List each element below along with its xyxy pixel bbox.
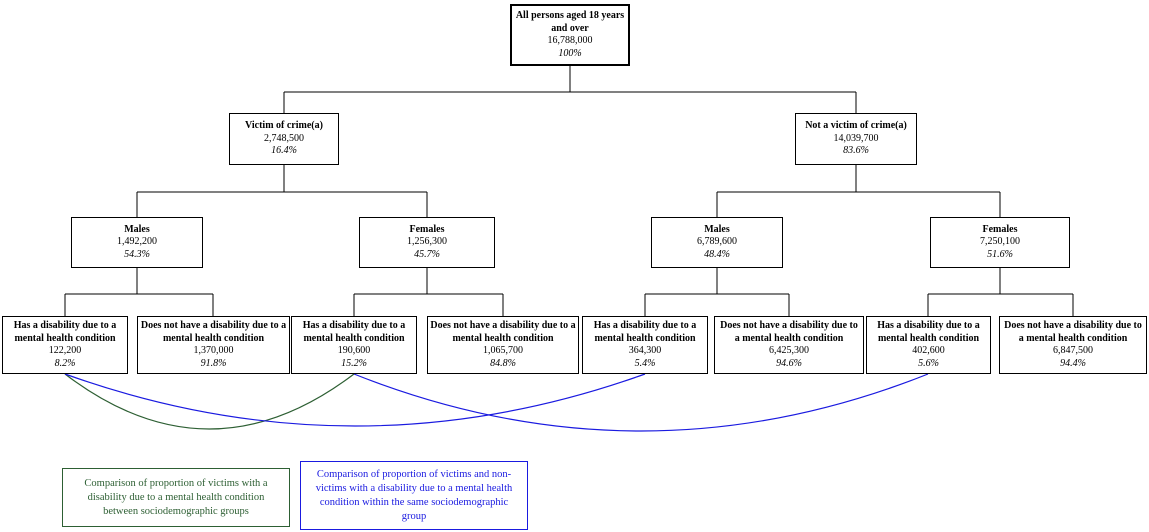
node-value: 402,600 (912, 345, 945, 356)
node-title: Has a disability due to a mental health … (593, 320, 697, 344)
tree-connector-victim-females (353, 268, 504, 316)
node-title: Does not have a disability due to a ment… (430, 320, 576, 344)
node-nonvictim-males-has-disability: Has a disability due to a mental health … (582, 316, 708, 374)
node-nonvictim-females-has-disability: Has a disability due to a mental health … (866, 316, 991, 374)
node-title: Victim of crime(a) (245, 120, 323, 132)
comparison-curve-between-groups (64, 373, 355, 430)
node-nonvictim-males-no-disability: Does not have a disability due to a ment… (714, 316, 864, 374)
node-victim-of-crime: Victim of crime(a) 2,748,500 16.4% (229, 113, 339, 165)
node-percent: 91.8% (200, 357, 227, 369)
legend-between-groups: Comparison of proportion of victims with… (62, 468, 290, 527)
node-percent: 94.4% (1060, 357, 1086, 369)
node-value: 14,039,700 (833, 132, 879, 144)
node-value: 6,847,500 (1053, 345, 1093, 356)
tree-connector-victim (136, 165, 428, 217)
node-title: Females (409, 223, 445, 235)
node-title: Does not have a disability due to a ment… (1004, 320, 1142, 344)
node-value: 6,789,600 (697, 236, 737, 248)
comparison-curve-within-group-females (353, 373, 929, 432)
tree-connector-root (283, 66, 857, 113)
node-value: 122,200 (48, 345, 82, 356)
tree-connector-nonvictim-females (927, 268, 1074, 316)
node-nonvictim-males: Males 6,789,600 48.4% (651, 217, 783, 268)
node-percent: 48.4% (704, 248, 730, 260)
node-value: 1,492,200 (117, 236, 157, 248)
node-value: 2,748,500 (264, 132, 304, 144)
legend-within-group: Comparison of proportion of victims and … (300, 461, 528, 530)
node-victim-females-no-disability: Does not have a disability due to a ment… (427, 316, 579, 374)
node-value: 190,600 (337, 345, 371, 356)
node-percent: 94.6% (776, 357, 802, 369)
node-title: Does not have a disability due to a ment… (720, 320, 858, 344)
node-title: Has a disability due to a mental health … (13, 320, 117, 344)
node-all-persons: All persons aged 18 years and over 16,78… (510, 4, 630, 66)
node-victim-males-has-disability: Has a disability due to a mental health … (2, 316, 128, 374)
node-victim-females: Females 1,256,300 45.7% (359, 217, 495, 268)
node-victim-males-no-disability: Does not have a disability due to a ment… (137, 316, 290, 374)
node-percent: 5.4% (634, 357, 656, 369)
node-percent: 100% (558, 47, 582, 59)
node-percent: 8.2% (54, 357, 76, 369)
node-value: 1,370,000 (193, 345, 234, 356)
legend-within-group-text: Comparison of proportion of victims and … (315, 468, 513, 522)
node-value: 6,425,300 (769, 345, 809, 356)
tree-connector-not-victim (716, 165, 1001, 217)
node-value: 16,788,000 (547, 35, 593, 46)
node-title: Has a disability due to a mental health … (302, 320, 406, 344)
node-percent: 51.6% (987, 248, 1013, 260)
node-title: All persons aged 18 years and over (515, 10, 625, 34)
node-percent: 84.8% (490, 357, 516, 369)
node-percent: 5.6% (918, 357, 939, 369)
node-title: Females (982, 223, 1018, 235)
legend-between-groups-text: Comparison of proportion of victims with… (84, 477, 268, 517)
node-value: 7,250,100 (980, 236, 1020, 248)
node-title: Males (704, 223, 730, 235)
node-value: 364,300 (628, 345, 662, 356)
node-victim-females-has-disability: Has a disability due to a mental health … (291, 316, 417, 374)
node-title: Males (124, 223, 150, 235)
node-percent: 16.4% (271, 145, 297, 157)
node-value: 1,256,300 (407, 236, 447, 248)
comparison-curve-within-group-males (64, 373, 646, 427)
node-percent: 45.7% (414, 248, 440, 260)
node-percent: 83.6% (843, 145, 869, 157)
node-not-victim-of-crime: Not a victim of crime(a) 14,039,700 83.6… (795, 113, 917, 165)
node-nonvictim-females: Females 7,250,100 51.6% (930, 217, 1070, 268)
node-title: Not a victim of crime(a) (805, 120, 907, 132)
node-nonvictim-females-no-disability: Does not have a disability due to a ment… (999, 316, 1147, 374)
node-title: Does not have a disability due to a ment… (140, 320, 287, 344)
tree-connector-victim-males (64, 268, 214, 316)
node-victim-males: Males 1,492,200 54.3% (71, 217, 203, 268)
node-percent: 54.3% (124, 248, 150, 260)
node-percent: 15.2% (341, 357, 367, 369)
node-title: Has a disability due to a mental health … (877, 320, 980, 344)
tree-connector-nonvictim-males (644, 268, 790, 316)
node-value: 1,065,700 (483, 345, 523, 356)
